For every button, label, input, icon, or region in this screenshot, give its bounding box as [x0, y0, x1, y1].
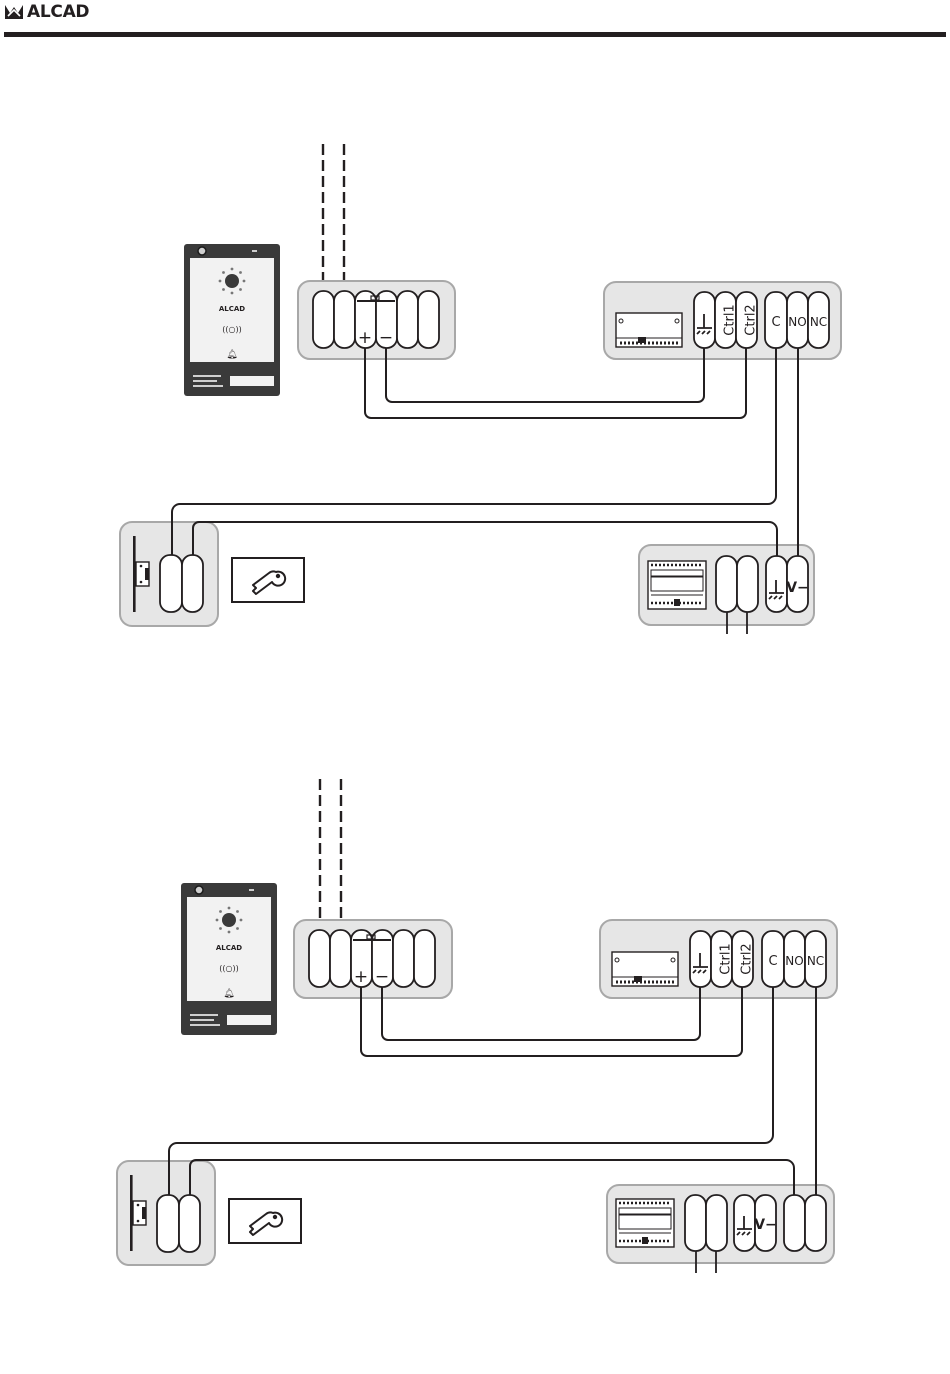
terminal-minus: − — [379, 328, 393, 348]
panel-terminal-block: + − — [294, 920, 452, 998]
panel-terminal-block: + − — [298, 281, 455, 359]
bell-icon: 🔔︎ — [226, 349, 237, 360]
terminal-minus: − — [375, 967, 389, 987]
terminal-no: NO — [785, 954, 803, 968]
terminal-ctrl1: Ctrl1 — [723, 304, 738, 335]
terminal-nc: NC — [810, 315, 827, 329]
terminal-ctrl2: Ctrl2 — [744, 304, 759, 335]
panel-brand: ALCAD — [219, 305, 245, 313]
door-panel: ALCAD ((○)) 🔔︎ — [181, 883, 277, 1035]
wiring-diagram-2: ALCAD ((○)) 🔔︎ + − — [117, 779, 837, 1273]
terminal-v-minus: V− — [786, 580, 809, 596]
door-lock-block — [117, 1161, 215, 1265]
terminal-plus: + — [354, 967, 368, 987]
key-icon — [232, 558, 304, 602]
door-lock-block — [120, 522, 218, 626]
key-icon — [229, 1199, 301, 1243]
relay-module-icon — [612, 952, 678, 986]
bus-cable — [323, 144, 344, 292]
relay-module-icon — [616, 313, 682, 347]
power-supply-block: V− — [639, 545, 814, 634]
door-panel: ALCAD ((○)) 🔔︎ — [184, 244, 280, 396]
bus-cable — [320, 779, 341, 930]
wiring-diagram-1: ALCAD ((○)) 🔔︎ + − — [120, 144, 841, 634]
terminal-c: C — [768, 954, 777, 969]
terminal-ctrl2: Ctrl2 — [740, 943, 755, 974]
terminal-plus: + — [358, 328, 372, 348]
panel-brand: ALCAD — [216, 944, 242, 952]
rfid-icon: ((○)) — [219, 964, 238, 973]
terminal-ctrl1: Ctrl1 — [719, 943, 734, 974]
power-supply-icon — [616, 1199, 674, 1247]
terminal-c: C — [771, 315, 780, 330]
terminal-no: NO — [788, 315, 806, 329]
relay-module-block: Ctrl1 Ctrl2 C NO NC — [604, 282, 841, 359]
power-supply-block: V− — [607, 1185, 834, 1273]
terminal-nc: NC — [807, 954, 824, 968]
power-supply-icon — [648, 561, 706, 609]
bell-icon: 🔔︎ — [223, 988, 234, 999]
terminal-v-minus: V− — [754, 1217, 777, 1233]
relay-module-block: Ctrl1 Ctrl2 C NO NC — [600, 920, 837, 998]
rfid-icon: ((○)) — [222, 325, 241, 334]
